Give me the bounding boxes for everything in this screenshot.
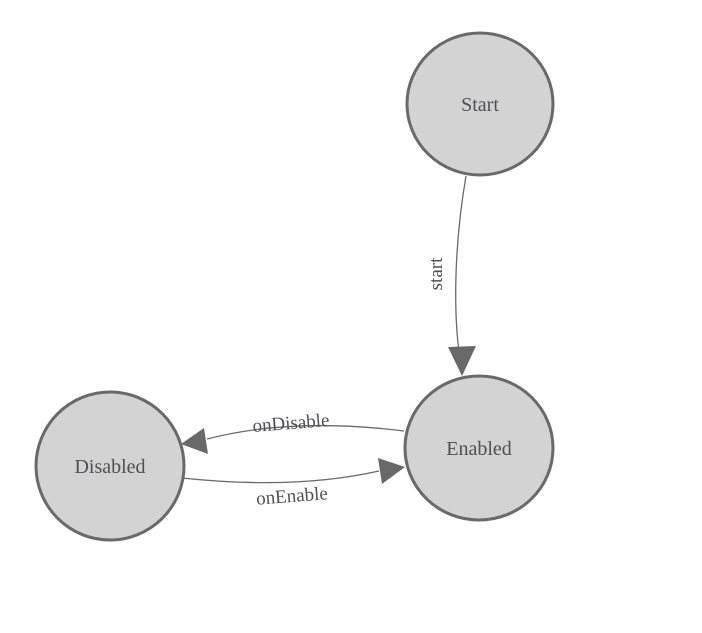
edge-enabled-to-disabled: onDisable bbox=[181, 410, 405, 454]
edge-start-to-enabled-line bbox=[455, 175, 467, 367]
node-disabled: Disabled bbox=[34, 390, 186, 542]
node-disabled-label: Disabled bbox=[74, 456, 145, 478]
node-start: Start bbox=[405, 31, 555, 177]
arrowhead-disabled-to-enabled bbox=[378, 458, 405, 484]
edge-disabled-to-enabled-line bbox=[181, 470, 380, 484]
edge-label-ondisable: onDisable bbox=[252, 410, 330, 437]
node-enabled-circle bbox=[403, 374, 555, 522]
node-enabled: Enabled bbox=[403, 374, 555, 522]
node-start-circle bbox=[405, 31, 555, 177]
edge-label-onenable: onEnable bbox=[255, 483, 328, 510]
edge-enabled-to-disabled-line bbox=[206, 424, 405, 440]
edge-disabled-to-enabled: onEnable bbox=[181, 458, 405, 510]
node-disabled-circle bbox=[34, 390, 186, 542]
edge-label-start: start bbox=[426, 257, 447, 290]
arrowhead-enabled-to-disabled bbox=[181, 428, 208, 454]
edge-start-to-enabled: start bbox=[426, 175, 476, 376]
arrowhead-start-to-enabled bbox=[448, 346, 476, 376]
node-enabled-label: Enabled bbox=[446, 438, 512, 460]
node-start-label: Start bbox=[461, 94, 499, 116]
